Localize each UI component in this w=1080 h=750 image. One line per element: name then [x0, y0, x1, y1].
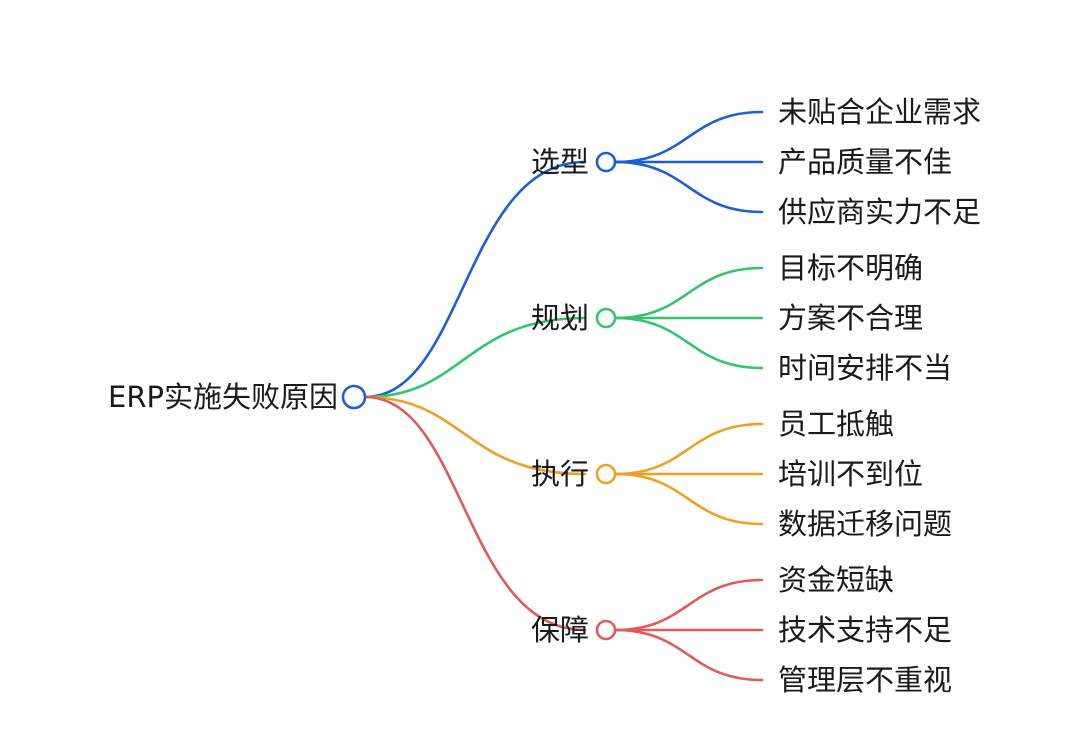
- branch-2-node-circle[interactable]: [595, 307, 617, 329]
- branch-4-label: 保障: [531, 613, 589, 647]
- branch-3-node-circle[interactable]: [595, 463, 617, 485]
- branch-2-leaf-3-edge: [613, 316, 764, 370]
- branch-4-leaf-1-edge: [613, 578, 764, 632]
- branch-4-leaf-1-label: 资金短缺: [778, 563, 894, 597]
- branch-1-leaf-2-label: 产品质量不佳: [778, 145, 952, 179]
- branch-3-leaf-1-label: 员工抵触: [778, 407, 894, 441]
- branch-1-leaf-1-edge: [613, 110, 764, 164]
- branch-1-leaf-1-label: 未贴合企业需求: [778, 95, 981, 129]
- branch-1-label: 选型: [531, 145, 589, 179]
- branch-4-node-circle[interactable]: [595, 619, 617, 641]
- branch-2-leaf-2-label: 方案不合理: [778, 301, 923, 335]
- branch-4-leaf-3-label: 管理层不重视: [778, 663, 952, 697]
- branch-3-edge: [363, 395, 587, 476]
- branch-3-leaf-3-edge: [613, 472, 764, 526]
- branch-4-edge: [363, 395, 587, 632]
- branch-1-edge: [363, 160, 587, 399]
- root-node-circle[interactable]: [341, 384, 367, 410]
- branch-2-leaf-1-edge: [613, 266, 764, 320]
- branch-4-leaf-3-edge: [613, 628, 764, 682]
- root-label: ERP实施失败原因: [108, 380, 338, 414]
- branch-3-leaf-3-label: 数据迁移问题: [778, 507, 952, 541]
- branch-1-leaf-3-edge: [613, 160, 764, 214]
- branch-4-leaf-2-label: 技术支持不足: [778, 613, 952, 647]
- branch-3-leaf-1-edge: [613, 422, 764, 476]
- branch-2-label: 规划: [531, 301, 589, 335]
- branch-2-leaf-3-label: 时间安排不当: [778, 351, 952, 385]
- branch-2-leaf-1-label: 目标不明确: [778, 251, 923, 285]
- branch-3-label: 执行: [531, 457, 589, 491]
- branch-3-leaf-2-label: 培训不到位: [778, 457, 923, 491]
- branch-1-leaf-3-label: 供应商实力不足: [778, 195, 981, 229]
- mindmap-edges: [363, 110, 764, 682]
- branch-1-node-circle[interactable]: [595, 151, 617, 173]
- branch-2-edge: [363, 316, 587, 399]
